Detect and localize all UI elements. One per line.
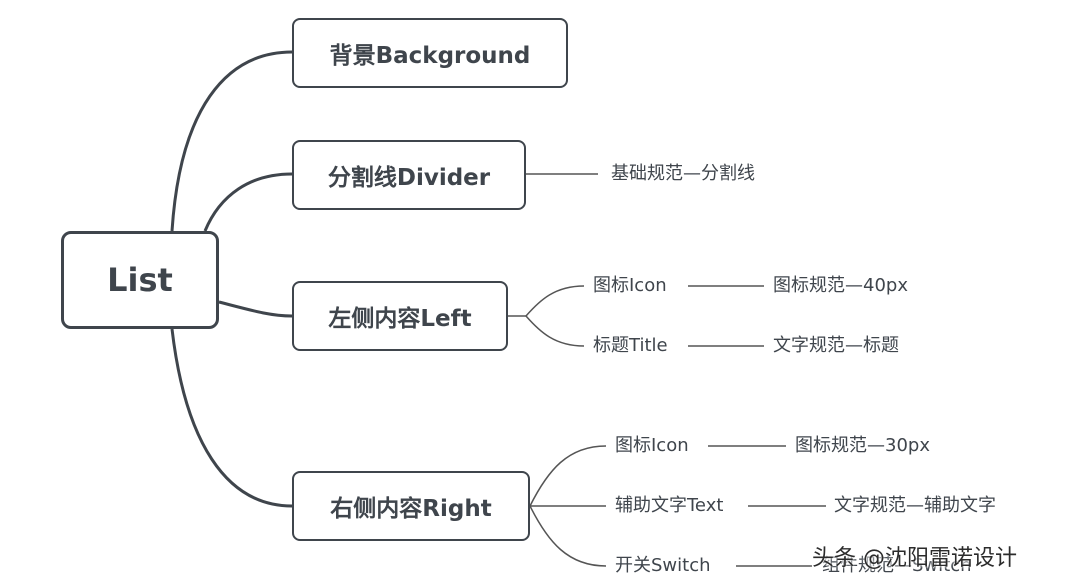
leaf-right-text: 辅助文字Text bbox=[615, 495, 724, 516]
leaf-left-icon-detail: 图标规范—40px bbox=[773, 275, 908, 296]
connector-root-left bbox=[218, 300, 293, 318]
connector-right-switch bbox=[529, 505, 607, 567]
leaf-right-text-detail: 文字规范—辅助文字 bbox=[834, 495, 996, 516]
watermark: 头条 @沈阳雷诺设计 bbox=[812, 546, 1017, 571]
connector-root-background bbox=[170, 50, 293, 232]
branch-left: 左侧内容Left bbox=[292, 281, 508, 351]
connector-right-icon bbox=[529, 445, 607, 507]
leaf-divider-spec: 基础规范—分割线 bbox=[611, 163, 755, 184]
leaf-left-icon: 图标Icon bbox=[593, 275, 667, 296]
root-node: List bbox=[61, 231, 219, 329]
connector-left-title bbox=[525, 315, 585, 347]
leaf-right-icon-detail: 图标规范—30px bbox=[795, 435, 930, 456]
leaf-right-icon: 图标Icon bbox=[615, 435, 689, 456]
connector-left-icon bbox=[525, 285, 585, 317]
connector-root-right bbox=[170, 328, 293, 508]
leaf-left-title: 标题Title bbox=[593, 335, 668, 356]
branch-label: 右侧内容Right bbox=[330, 496, 492, 522]
branch-background: 背景Background bbox=[292, 18, 568, 88]
branch-label: 左侧内容Left bbox=[328, 306, 472, 332]
connector-root-divider bbox=[203, 172, 293, 232]
leaf-right-switch: 开关Switch bbox=[615, 555, 711, 576]
leaf-right-switch-detail: 组件规范—Switch bbox=[822, 555, 972, 576]
branch-divider: 分割线Divider bbox=[292, 140, 526, 210]
leaf-left-title-detail: 文字规范—标题 bbox=[773, 335, 899, 356]
branch-label: 背景Background bbox=[329, 43, 531, 69]
root-label: List bbox=[107, 261, 173, 299]
branch-right: 右侧内容Right bbox=[292, 471, 530, 541]
branch-label: 分割线Divider bbox=[327, 165, 491, 191]
